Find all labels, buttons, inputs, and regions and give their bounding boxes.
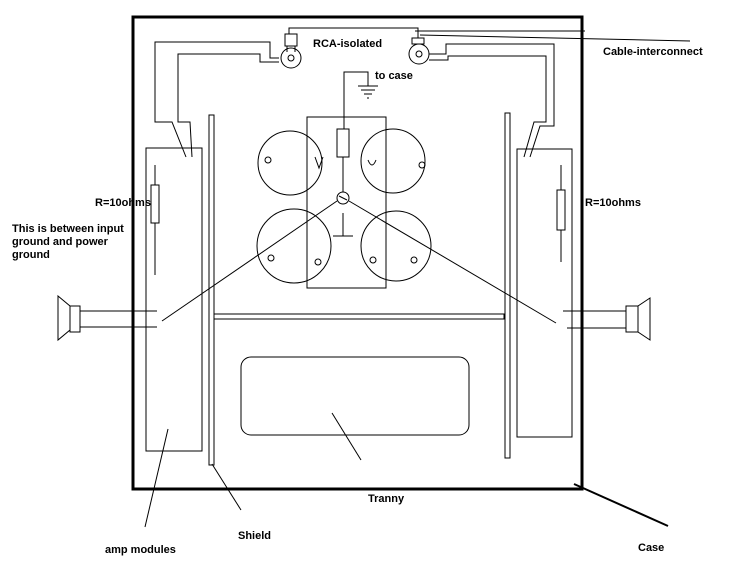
left-input-cable xyxy=(154,41,279,158)
to-case-label: to case xyxy=(375,70,413,82)
speaker-right-icon xyxy=(625,297,651,341)
ground-tee xyxy=(333,213,353,237)
leader-amp-modules xyxy=(144,428,169,528)
amp-module-right xyxy=(516,148,573,438)
shield-right xyxy=(504,112,511,459)
resistor-right-icon xyxy=(556,165,566,262)
ground-line-right xyxy=(348,200,557,324)
star-ground-point xyxy=(336,191,350,205)
shield-divider xyxy=(213,313,505,320)
right-input-cable xyxy=(429,43,555,158)
ground-symbol-icon xyxy=(358,85,378,99)
amp-module-left xyxy=(145,147,203,452)
amp-modules-label: amp modules xyxy=(105,544,176,556)
resistor-left-label: R=10ohms xyxy=(95,197,151,209)
capacitor-icon xyxy=(360,210,432,282)
shield-left xyxy=(208,114,215,466)
transformer xyxy=(240,356,470,436)
capacitor-board xyxy=(306,116,387,289)
capacitor-icon xyxy=(360,128,426,194)
resistor-left-icon xyxy=(150,165,160,275)
cable-interconnect-wire xyxy=(419,34,691,42)
leader-tranny xyxy=(331,412,362,461)
resistor-icon xyxy=(336,128,350,192)
capacitor-icon xyxy=(257,130,324,196)
ground-wire xyxy=(343,71,369,129)
leader-shield xyxy=(211,463,242,511)
capacitor-icon xyxy=(256,208,332,284)
speaker-cable-right xyxy=(563,310,626,329)
ground-note-label: This is between input ground and power g… xyxy=(12,223,124,261)
rca-label: RCA-isolated xyxy=(313,38,383,50)
left-input-cable-inner xyxy=(177,53,279,158)
rca-jack-left-icon xyxy=(280,33,302,69)
rca-link-wire xyxy=(288,27,419,38)
ground-line-left xyxy=(161,200,338,322)
right-input-cable-inner xyxy=(429,55,547,158)
speaker-left-icon xyxy=(57,294,81,342)
star-ground-cross xyxy=(338,195,348,201)
leader-case xyxy=(573,483,669,527)
shield-label: Shield xyxy=(238,530,272,542)
speaker-cable-left xyxy=(80,310,157,328)
tranny-label: Tranny xyxy=(368,493,405,505)
rca-jack-right-icon xyxy=(408,37,430,65)
resistor-right-label: R=10ohms xyxy=(585,197,641,209)
cable-interconnect-label: Cable-interconnect xyxy=(603,46,703,58)
case-outline xyxy=(131,15,584,491)
case-label: Case xyxy=(638,542,665,554)
